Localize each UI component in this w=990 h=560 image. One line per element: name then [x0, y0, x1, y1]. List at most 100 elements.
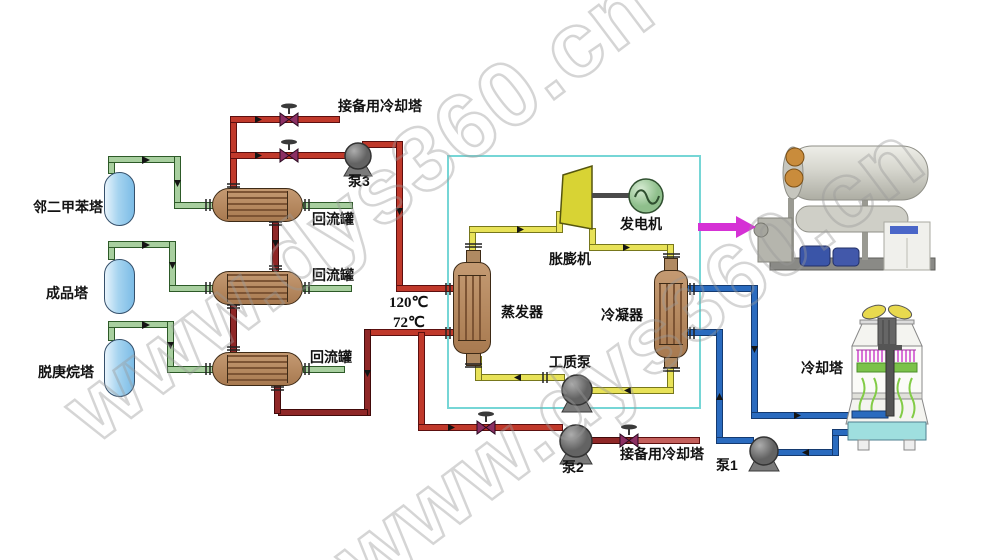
- arrow: [255, 152, 262, 159]
- arrow: [794, 412, 801, 419]
- tower-inlet-stub: [851, 410, 889, 419]
- sine-wave-icon: [634, 189, 660, 205]
- pipe-vapor-hx1-outlet: [303, 202, 353, 209]
- valve-body: [619, 433, 639, 448]
- arrow: [517, 226, 524, 233]
- pump3-label: 泵3: [348, 173, 370, 189]
- hx3-tube-bundle: [227, 355, 288, 383]
- condenser-vessel: [654, 270, 688, 358]
- tower2-label: 成品塔: [46, 285, 88, 301]
- distillation-tower-2: [104, 259, 135, 314]
- highlight-arrow: [698, 216, 756, 238]
- valve-handle: [281, 139, 297, 145]
- photo-main-cylinder: [785, 145, 929, 201]
- arrow: [169, 262, 176, 269]
- photo-pump-blue-2: [832, 247, 860, 267]
- arrow: [174, 180, 181, 187]
- pump-1: [748, 436, 780, 472]
- photo-cabinet-logo: [890, 226, 918, 234]
- arrow: [142, 321, 150, 329]
- valve-pump3-suction: [279, 139, 299, 163]
- fan-motor: [877, 317, 897, 346]
- arrow: [396, 208, 403, 215]
- valve-handle: [281, 103, 297, 109]
- heat-exchanger-1: [212, 188, 303, 222]
- evaporator-label: 蒸发器: [501, 304, 543, 320]
- arrow: [624, 387, 631, 394]
- pump1-casing: [749, 436, 779, 466]
- tower3-label: 脱庚烷塔: [38, 364, 94, 380]
- working-fluid-pump: [561, 374, 593, 413]
- arrow: [514, 374, 521, 381]
- condenser-tube-bundle: [659, 283, 683, 345]
- valve-body: [279, 112, 299, 127]
- pump-2: [559, 424, 593, 465]
- backup-cooling-top-label: 接备用冷却塔: [338, 98, 422, 114]
- photo-mid-cylinder: [795, 205, 909, 233]
- condenser-label: 冷凝器: [601, 307, 643, 323]
- valve-backup-bottom: [619, 424, 639, 448]
- pump-3: [343, 142, 373, 177]
- expander-turbine: [559, 164, 632, 230]
- arrow: [716, 393, 723, 400]
- backup-cooling-bottom-label: 接备用冷却塔: [620, 446, 704, 462]
- valve-handle: [478, 411, 494, 417]
- reflux-drum-label-3: 回流罐: [310, 349, 352, 365]
- pipe-vapor-hx3-outlet: [303, 366, 345, 373]
- valve-backup-top: [279, 103, 299, 127]
- arrow: [623, 244, 630, 251]
- arrow: [751, 346, 758, 353]
- generator-symbol: [628, 178, 664, 214]
- pipe-cw-pump1-suction: [716, 437, 754, 444]
- heat-exchanger-2: [212, 271, 303, 305]
- photo-left-flange: [753, 222, 769, 238]
- pipe-vapor-hx2-outlet: [303, 285, 352, 292]
- supply-temperature-label: 120℃: [389, 295, 429, 311]
- arrow: [364, 370, 371, 377]
- tower-leg-left: [857, 439, 870, 451]
- wf-pump-casing: [561, 374, 593, 406]
- arrow: [255, 116, 262, 123]
- heat-exchanger-3: [212, 352, 303, 386]
- pump2-casing: [559, 424, 593, 458]
- hx1-tube-bundle: [227, 191, 288, 219]
- pump1-label: 泵1: [716, 457, 738, 473]
- air-flow-waves: [858, 377, 916, 419]
- cooling-tower-graphic: [845, 304, 929, 451]
- generator-label: 发电机: [620, 216, 662, 232]
- return-temperature-label: 72℃: [393, 315, 425, 331]
- water-basin: [847, 421, 927, 441]
- valve-backup-branch: [476, 411, 496, 435]
- fan-blade-left: [861, 304, 887, 320]
- valve-handle: [621, 424, 637, 430]
- photo-brass-port-2: [784, 168, 804, 188]
- working-fluid-pump-label: 工质泵: [549, 354, 591, 370]
- reflux-drum-label-1: 回流罐: [312, 211, 354, 227]
- valve-body: [279, 148, 299, 163]
- evaporator-tube-bundle: [458, 275, 486, 341]
- evaporator-vessel: [453, 262, 491, 354]
- cooling-tower-label: 冷却塔: [801, 360, 843, 376]
- arrow: [802, 449, 809, 456]
- arrow: [142, 156, 150, 164]
- orc-unit-photo: [753, 145, 936, 271]
- fan-blade-right: [887, 304, 913, 320]
- arrow: [142, 241, 150, 249]
- photo-pump-blue-1: [799, 245, 831, 267]
- pump2-label: 泵2: [562, 459, 584, 475]
- distillation-tower-3: [104, 339, 135, 397]
- arrow: [167, 342, 174, 349]
- riser-tee: [878, 345, 902, 350]
- pump3-casing: [344, 142, 372, 170]
- arrow: [448, 424, 455, 431]
- flange-ticks: [205, 183, 695, 391]
- flow-arrows: [142, 116, 809, 456]
- valve-body: [476, 420, 496, 435]
- internal-riser-pipe: [885, 347, 895, 417]
- reflux-drum-label-2: 回流罐: [312, 267, 354, 283]
- tower1-label: 邻二甲苯塔: [33, 199, 103, 215]
- tower-leg-right: [903, 439, 916, 451]
- turbine-shaft: [592, 193, 632, 198]
